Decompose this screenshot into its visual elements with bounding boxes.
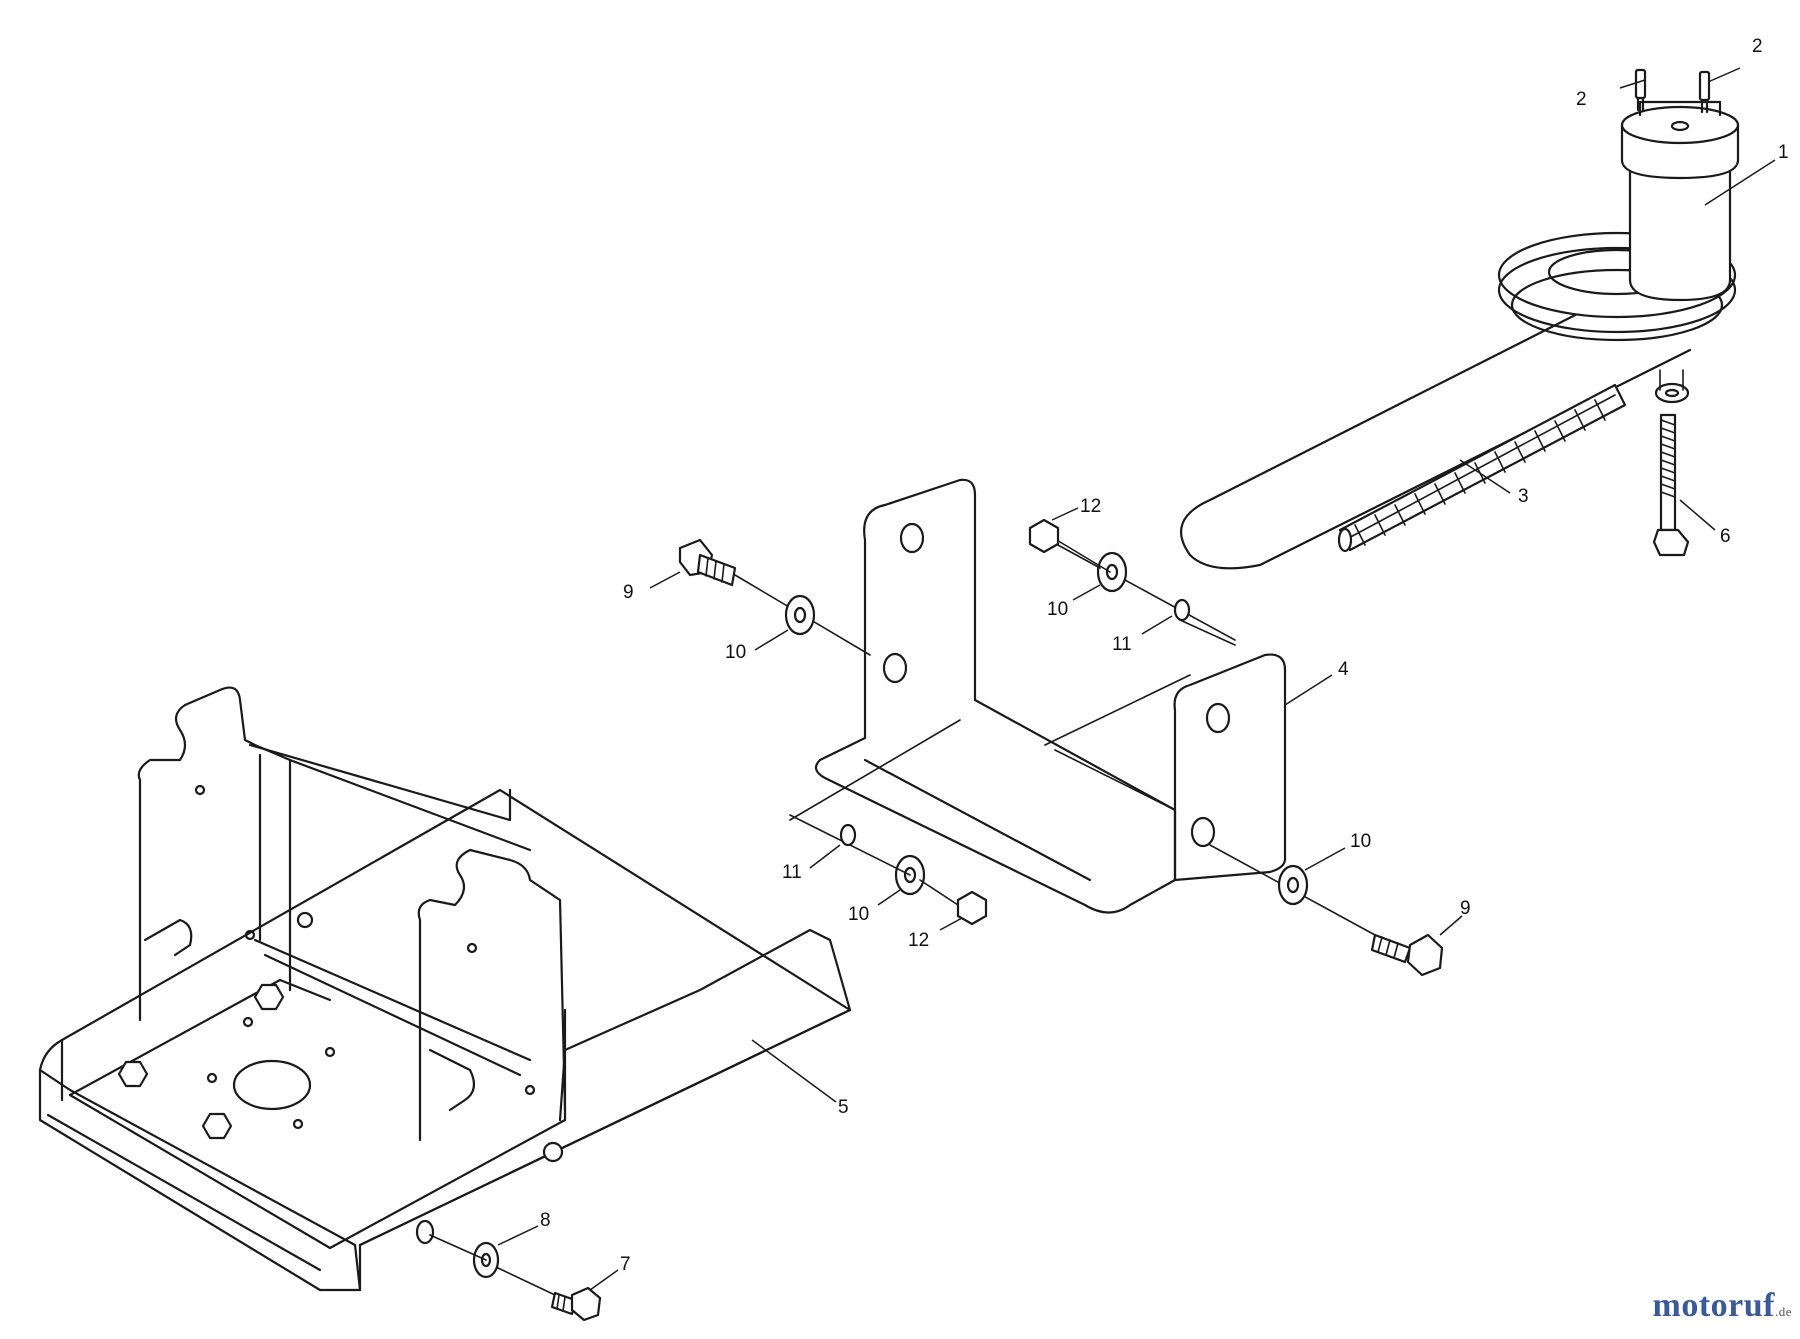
callout-label: 9 [623,582,634,603]
callout-label: 10 [1350,831,1371,852]
callout-label: 3 [1518,486,1529,507]
washer-b [1039,529,1236,641]
pin-right [1698,70,1711,114]
bracket [789,478,1287,914]
callout-label: 1 [1778,142,1789,163]
hex-nut-icon [253,983,285,1011]
callout-label: 11 [782,862,802,883]
callout-label: 2 [1752,36,1763,57]
callout-label: 10 [725,642,746,663]
callout-label: 6 [1720,526,1731,547]
callout-label: 8 [540,1210,551,1231]
washer-a [784,594,816,636]
nut-a [1028,518,1101,569]
callout-label: 2 [1576,89,1587,110]
callouts: 1 2 2 3 4 5 6 7 8 9 9 10 10 10 10 11 11 [497,36,1789,1291]
lock-washer-a [1173,598,1236,646]
callout-label: 10 [848,904,869,925]
pin-left [1634,68,1647,112]
nut-b [919,879,988,926]
small-washer [429,1234,556,1296]
watermark-brand: motoruf [1652,1287,1775,1324]
bolt-right [1209,844,1444,977]
callout-label: 4 [1338,659,1349,680]
callout-label: 12 [1080,496,1101,517]
callout-label: 11 [1112,634,1132,655]
spacer-tube [1337,383,1627,553]
lock-washer-b [839,823,857,847]
washer-d [1277,864,1309,906]
bolt-left [678,538,871,656]
callout-label: 9 [1460,898,1471,919]
pulley [1180,100,1740,570]
callout-label: 12 [908,930,929,951]
small-bolt [550,1286,602,1322]
brand-watermark: motoruf.de [1653,1287,1793,1325]
washer-c [789,814,926,896]
engine-mount-plate [38,686,852,1292]
callout-label: 5 [838,1097,849,1118]
hex-nut-icon [201,1112,233,1140]
long-bolt [1652,369,1690,557]
watermark-tld: .de [1774,1304,1792,1319]
hex-nut-icon [117,1060,149,1088]
callout-label: 7 [620,1254,631,1275]
callout-label: 10 [1047,599,1068,620]
